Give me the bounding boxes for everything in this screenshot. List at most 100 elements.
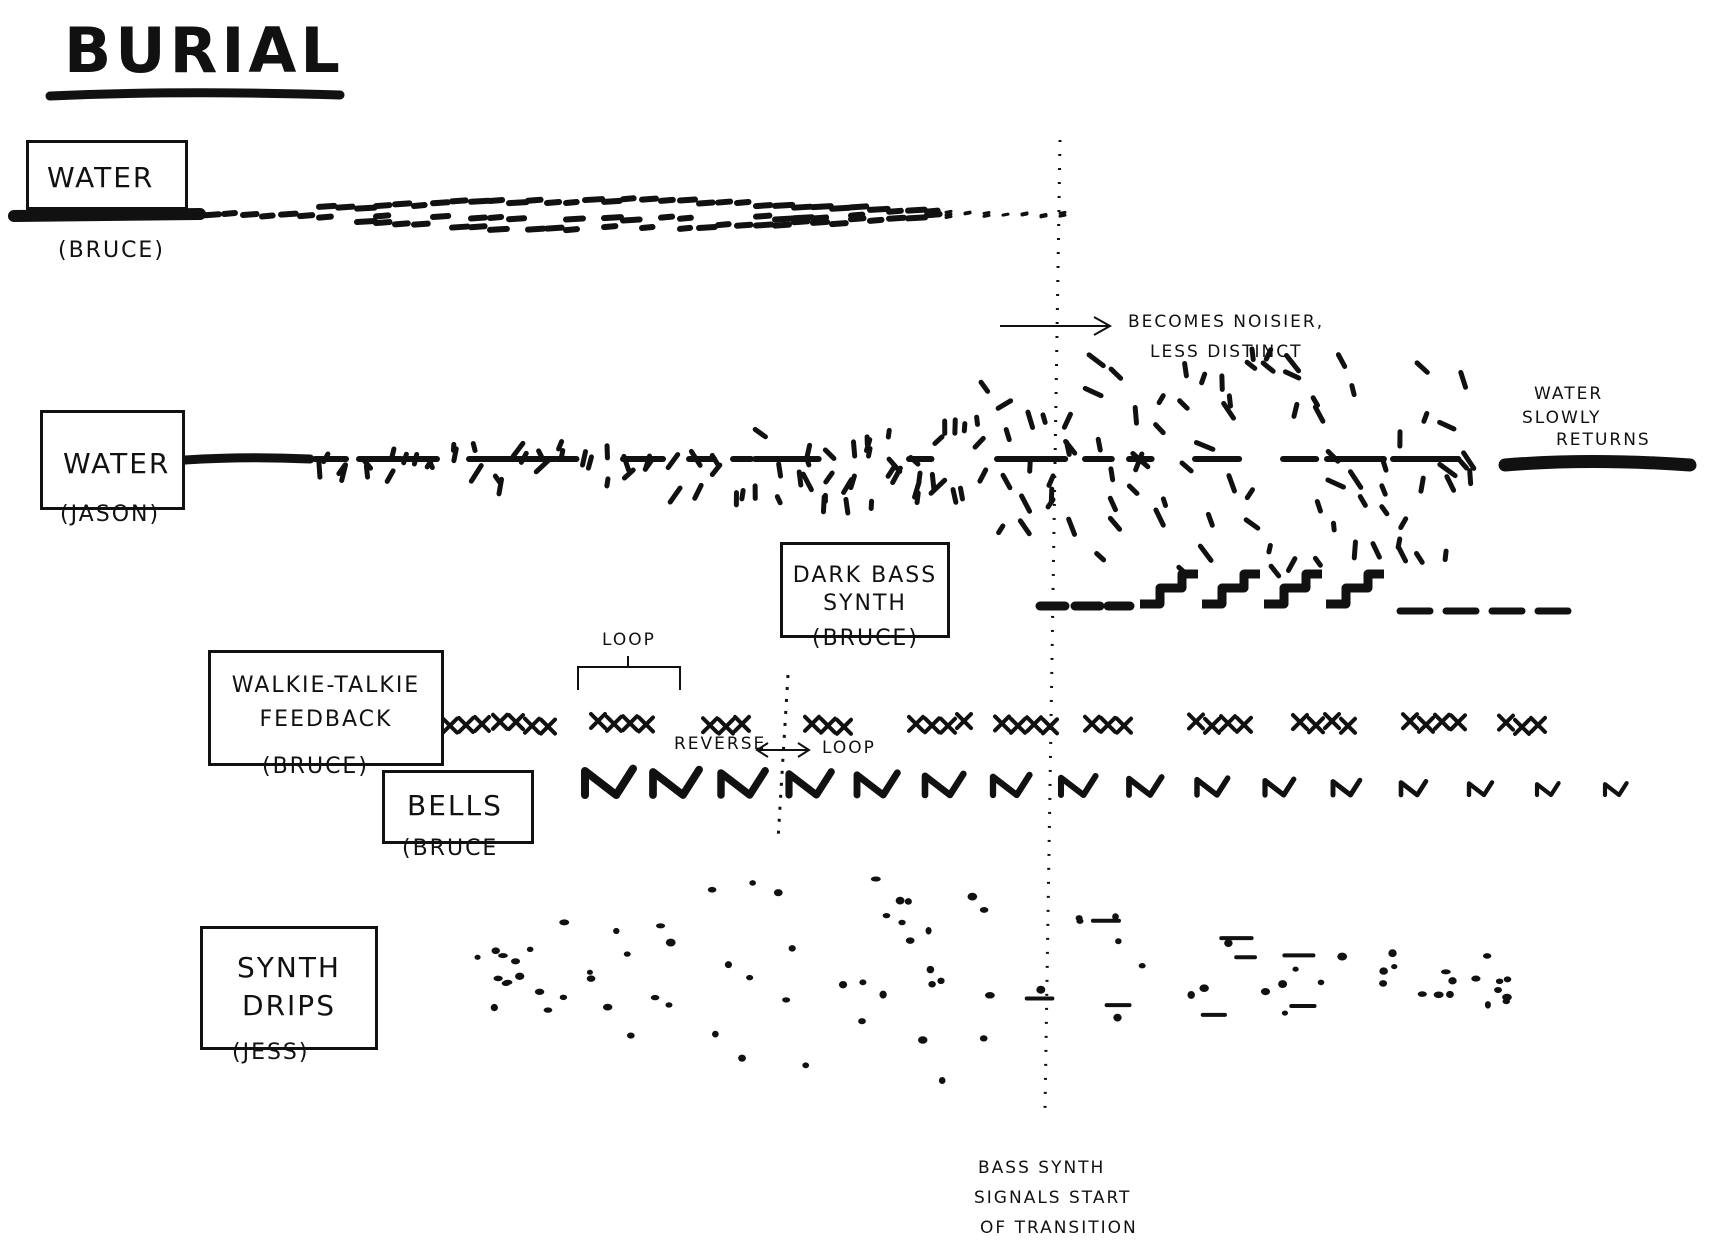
- water-dash: [1058, 210, 1067, 215]
- water-drop: [1291, 401, 1300, 419]
- feedback-x: [441, 716, 459, 735]
- water-drop: [1312, 404, 1326, 424]
- reverse-line: [776, 674, 790, 841]
- feedback-x: [523, 716, 541, 735]
- water-drop: [1268, 563, 1282, 579]
- feedback-x: [923, 716, 941, 735]
- title-underline: [45, 88, 345, 101]
- water-dash: [525, 196, 544, 204]
- water-drop: [389, 446, 397, 462]
- feedback-x: [1401, 712, 1419, 731]
- water-drop: [1003, 427, 1012, 443]
- drip-dot: [938, 1076, 946, 1085]
- water-drop: [843, 496, 851, 516]
- drip-dot: [712, 1030, 719, 1038]
- water-drop: [851, 439, 858, 459]
- water-dash: [601, 223, 619, 231]
- water-dash: [506, 215, 528, 223]
- drip-dot: [1495, 978, 1504, 985]
- water-drop: [978, 379, 991, 394]
- water-dash: [886, 214, 907, 222]
- drip-dot: [623, 951, 631, 957]
- water-dash: [601, 197, 623, 205]
- water-drop: [800, 471, 814, 493]
- bell-stroke: [1398, 778, 1429, 798]
- feedback-x: [1203, 716, 1221, 735]
- feedback-x: [803, 714, 821, 733]
- feedback-x: [1323, 712, 1341, 731]
- water-drop: [1046, 473, 1056, 488]
- water-drop: [1421, 410, 1430, 424]
- feedback-x: [1417, 715, 1435, 734]
- feedback-x: [819, 716, 837, 735]
- water-dash: [582, 196, 606, 204]
- water-dash: [468, 214, 488, 222]
- track-name-line1: DARK BASS: [792, 563, 938, 588]
- drip-dot: [918, 1036, 928, 1044]
- drip-dot: [490, 1003, 498, 1012]
- drip-dot: [1448, 977, 1457, 985]
- water-bruce-line: [8, 208, 206, 222]
- water-drop: [536, 448, 545, 460]
- water-drop: [996, 523, 1006, 536]
- water-drop: [1126, 483, 1140, 496]
- drip-dot: [665, 1002, 673, 1008]
- water-drop: [1107, 495, 1118, 513]
- drip-dot: [1138, 963, 1146, 969]
- water-drop: [321, 451, 331, 465]
- drip-dot: [586, 975, 596, 982]
- water-drop: [1349, 383, 1357, 398]
- annotation-reverse: REVERSE: [674, 734, 767, 754]
- water-drop: [974, 414, 981, 427]
- drip-dot: [493, 975, 503, 982]
- water-drop: [492, 473, 503, 485]
- water-drop: [1335, 352, 1348, 369]
- water-drop: [995, 398, 1014, 411]
- track-performer: (BRUCE: [402, 836, 499, 861]
- water-drop: [1027, 458, 1033, 474]
- water-drop: [1379, 504, 1390, 517]
- water-dash: [905, 214, 929, 222]
- synth-drips-marks: [474, 876, 1512, 1085]
- water-dash: [944, 209, 953, 214]
- bell-stroke: [853, 769, 901, 799]
- water-drop: [1095, 436, 1103, 453]
- track-name: BELLS: [407, 789, 503, 822]
- feedback-x: [1083, 714, 1101, 733]
- water-dash: [791, 214, 815, 222]
- water-dash: [772, 221, 792, 229]
- water-drop: [739, 488, 746, 502]
- bells-marks: [581, 764, 1629, 799]
- feedback-x: [1235, 715, 1253, 734]
- water-drop: [1160, 496, 1169, 508]
- water-drop: [1132, 404, 1139, 426]
- drip-dot: [984, 991, 995, 999]
- water-drop: [1243, 517, 1261, 531]
- water-dash: [392, 200, 413, 208]
- drip-dot: [665, 938, 676, 947]
- water-dash: [639, 224, 656, 232]
- water-dash: [373, 202, 393, 210]
- water-drop: [823, 470, 835, 485]
- bell-stroke: [989, 771, 1033, 799]
- bell-stroke: [581, 764, 637, 799]
- feedback-x: [1115, 716, 1133, 735]
- water-dash: [639, 195, 659, 203]
- water-drop: [1086, 352, 1106, 369]
- water-drop: [558, 448, 566, 461]
- track-performer: (JESS): [232, 1040, 310, 1065]
- feedback-x: [589, 712, 607, 731]
- drip-dot: [1471, 975, 1481, 982]
- page-title: BURIAL: [64, 14, 344, 87]
- water-drop: [1414, 360, 1430, 375]
- water-dash: [316, 202, 338, 210]
- track-box-synth-drips: SYNTH DRIPS: [200, 926, 378, 1050]
- drip-dot: [1278, 980, 1288, 989]
- water-drop: [470, 441, 478, 453]
- water-drop: [1205, 511, 1215, 528]
- drip-dot: [613, 927, 620, 935]
- drip-dot: [534, 988, 545, 995]
- water-dash: [753, 202, 774, 210]
- feedback-x: [835, 717, 853, 736]
- water-drop: [1370, 541, 1382, 560]
